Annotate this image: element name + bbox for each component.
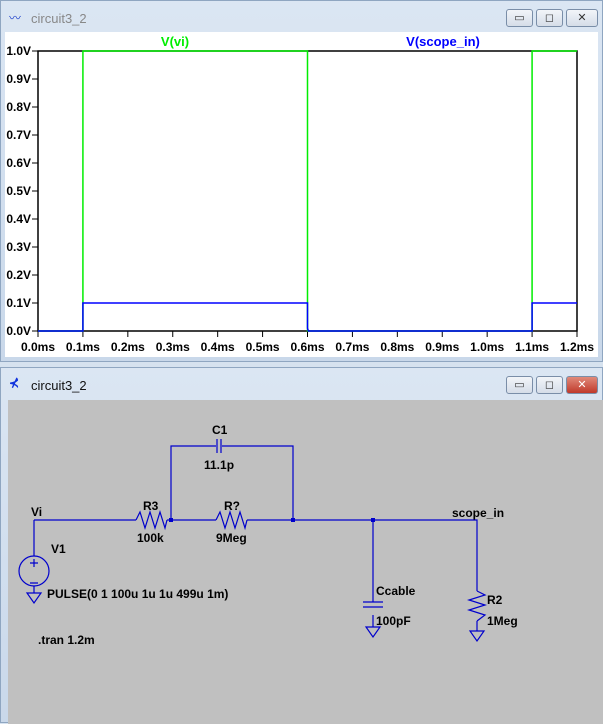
y-tick-label: 0.9V xyxy=(6,72,31,86)
capacitor-c1[interactable] xyxy=(216,439,222,453)
x-tick-label: 1.2ms xyxy=(560,340,594,354)
label-r3: R3 xyxy=(143,499,159,513)
x-tick-label: 1.0ms xyxy=(470,340,504,354)
x-tick-label: 0.5ms xyxy=(246,340,280,354)
junction xyxy=(291,518,295,522)
y-tick-label: 0.0V xyxy=(6,324,31,338)
resistor-r2[interactable] xyxy=(466,590,488,622)
series-line-v-vi- xyxy=(38,50,577,332)
y-tick-label: 0.1V xyxy=(6,296,31,310)
waveform-plot[interactable]: 0.0V 0.1V 0.2V 0.3V 0.4V 0.5V 0.6V 0.7V 0.8V 0.9V… xyxy=(5,32,598,357)
net-label-scope-in: scope_in xyxy=(452,506,504,520)
y-tick-label: 0.2V xyxy=(6,268,31,282)
resistor-r3[interactable] xyxy=(135,509,168,531)
tran-directive: .tran 1.2m xyxy=(38,633,95,647)
series-line-v-scope-in- xyxy=(38,302,577,332)
x-tick-label: 0.0ms xyxy=(21,340,55,354)
x-tick-label: 0.3ms xyxy=(156,340,190,354)
legend-label: V(scope_in) xyxy=(406,34,480,49)
y-tick-label: 0.6V xyxy=(6,156,31,170)
label-pulse: PULSE(0 1 100u 1u 1u 499u 1m) xyxy=(47,587,228,601)
value-c1: 11.1p xyxy=(204,458,234,472)
value-r2: 1Meg xyxy=(487,614,518,628)
x-tick-label: 0.8ms xyxy=(380,340,414,354)
resistor-rq[interactable] xyxy=(215,509,248,531)
close-button[interactable]: ✕ xyxy=(566,376,598,394)
wire xyxy=(33,445,478,631)
x-tick-label: 0.2ms xyxy=(111,340,145,354)
maximize-button[interactable]: ◻ xyxy=(536,376,563,394)
x-tick-label: 0.7ms xyxy=(335,340,369,354)
x-tick-label: 0.9ms xyxy=(425,340,459,354)
maximize-button[interactable]: ◻ xyxy=(536,9,563,27)
schematic-canvas[interactable]: Vi V1 PULSE(0 1 100u 1u 1u 499u 1m) R3 1… xyxy=(8,400,603,724)
title-bar[interactable]: ⊀ circuit3_2 ▭ ◻ ✕ xyxy=(1,368,602,398)
y-tick-label: 0.8V xyxy=(6,100,31,114)
close-button[interactable]: ✕ xyxy=(566,9,598,27)
y-tick-label: 0.7V xyxy=(6,128,31,142)
label-r2: R2 xyxy=(487,593,503,607)
minimize-button[interactable]: ▭ xyxy=(506,376,533,394)
window-title: circuit3_2 xyxy=(31,378,87,393)
label-ccable: Ccable xyxy=(376,584,416,598)
junction xyxy=(371,518,375,522)
label-rq: R? xyxy=(224,499,240,513)
title-bar[interactable]: 〰 circuit3_2 ▭ ◻ ✕ xyxy=(1,1,602,31)
label-c1: C1 xyxy=(212,423,228,437)
net-label-vi: Vi xyxy=(31,505,42,519)
y-tick-label: 0.3V xyxy=(6,240,31,254)
legend-label: V(vi) xyxy=(161,34,189,49)
x-tick-label: 0.4ms xyxy=(201,340,235,354)
value-r3: 100k xyxy=(137,531,164,545)
value-rq: 9Meg xyxy=(216,531,247,545)
x-tick-label: 1.1ms xyxy=(515,340,549,354)
x-tick-label: 0.6ms xyxy=(290,340,324,354)
capacitor-ccable[interactable] xyxy=(363,601,383,608)
ground-icon xyxy=(25,592,486,643)
y-tick-label: 0.5V xyxy=(6,184,31,198)
schematic-window: ⊀ circuit3_2 ▭ ◻ ✕ Vi V1 PULSE(0 1 100u … xyxy=(0,367,603,724)
y-tick-label: 1.0V xyxy=(6,44,31,58)
label-v1: V1 xyxy=(51,542,66,556)
transistor-icon: ⊀ xyxy=(9,376,20,390)
junction xyxy=(169,518,173,522)
x-tick-label: 0.1ms xyxy=(66,340,100,354)
source-polarity xyxy=(30,559,38,593)
value-ccable: 100pF xyxy=(376,614,411,628)
y-tick-label: 0.4V xyxy=(6,212,31,226)
waveform-icon: 〰 xyxy=(9,11,22,25)
minimize-button[interactable]: ▭ xyxy=(506,9,533,27)
window-title: circuit3_2 xyxy=(31,11,87,26)
